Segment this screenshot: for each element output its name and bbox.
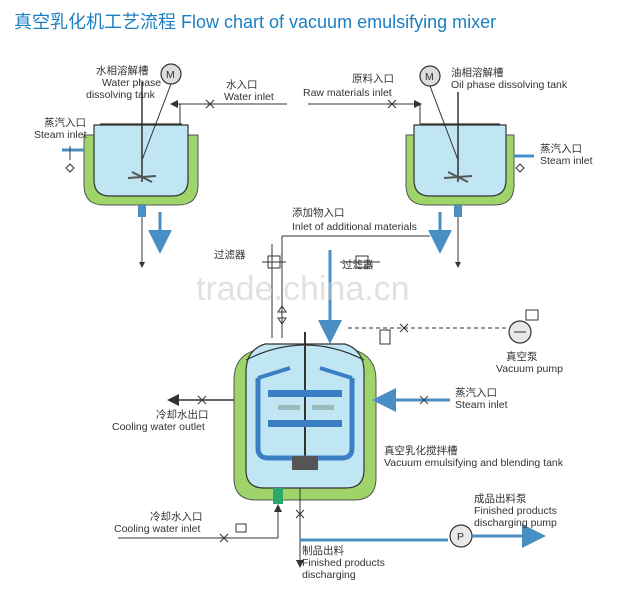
filter-right-label: 过滤器 — [342, 258, 374, 271]
vacuum-filter-icon — [379, 329, 391, 345]
water-inlet-label-en: Water inlet — [224, 91, 274, 103]
discharge-pump-label-en2: discharging pump — [474, 517, 557, 529]
steam-left-label-cn: 蒸汽入口 — [44, 116, 86, 129]
steam-left-label-en: Steam inlet — [34, 129, 87, 141]
steam-right-label-en: Steam inlet — [540, 155, 593, 167]
main-tank-label-cn: 真空乳化搅拌槽 — [384, 444, 458, 457]
products-label-en2: discharging — [302, 569, 356, 581]
water-inlet-valve-icon — [205, 99, 215, 109]
oil-tank-impeller — [443, 171, 473, 183]
oil-tank-label-cn: 油相溶解槽 — [451, 66, 504, 79]
water-tank-label-en2: dissolving tank — [86, 89, 156, 101]
cooling-in-label-cn: 冷却水入口 — [150, 510, 203, 523]
water-tank-motor-symbol: M — [166, 69, 175, 81]
water-tank-label-en1: Water phase — [102, 77, 161, 89]
cooling-out-label-cn: 冷却水出口 — [156, 408, 209, 421]
water-inlet-label-cn: 水入口 — [226, 79, 258, 91]
filter-right-icon — [340, 255, 380, 269]
page-title: 真空乳化机工艺流程 Flow chart of vacuum emulsifyi… — [14, 12, 497, 32]
water-tank-body — [93, 124, 189, 197]
steam-right-label-cn: 蒸汽入口 — [540, 142, 582, 155]
steam-main-label-cn: 蒸汽入口 — [455, 386, 497, 399]
oil-tank-body — [413, 124, 507, 197]
cooling-in-label-en: Cooling water inlet — [114, 523, 200, 535]
water-inlet-line — [170, 99, 287, 124]
watermark: trade.china.cn — [196, 270, 410, 308]
discharge-pump-label-en1: Finished products — [474, 505, 557, 517]
main-steam-valve-icon — [419, 395, 429, 405]
water-phase-tank: M — [62, 63, 199, 268]
main-emulsifying-tank — [233, 332, 377, 540]
filter-left-label: 过滤器 — [214, 248, 246, 261]
main-tank-label-en: Vacuum emulsifying and blending tank — [384, 457, 564, 469]
discharge-pump-symbol: P — [457, 531, 464, 543]
steam-main-label-en: Steam inlet — [455, 399, 508, 411]
raw-inlet-label-en: Raw materials inlet — [303, 87, 392, 99]
vacuum-pump-label-cn: 真空泵 — [506, 350, 538, 363]
water-tank-label-cn: 水相溶解槽 — [96, 64, 149, 77]
raw-inlet-label-cn: 原料入口 — [352, 72, 394, 85]
cooling-inlet-valve-icon — [219, 533, 229, 543]
cooling-water-outlet-line — [167, 394, 234, 406]
cooling-water-inlet-line — [118, 504, 282, 543]
raw-inlet-valve-icon — [387, 99, 397, 109]
vacuum-pump — [348, 309, 539, 345]
products-label-en1: Finished products — [302, 557, 385, 569]
vacuum-pump-label-en: Vacuum pump — [496, 363, 563, 375]
additional-label-en: Inlet of additional materials — [292, 221, 417, 233]
oil-tank-motor-symbol: M — [425, 71, 434, 83]
products-label-cn: 制品出料 — [302, 544, 344, 557]
raw-materials-inlet-line — [308, 99, 422, 124]
discharge-pump-label-cn: 成品出料泵 — [474, 492, 527, 505]
cooling-outlet-valve-icon — [197, 395, 207, 405]
main-tank-homogenizer — [292, 456, 318, 470]
additional-label-cn: 添加物入口 — [292, 206, 345, 219]
additional-materials-line — [262, 235, 430, 344]
oil-phase-tank: M — [405, 65, 534, 268]
oil-tank-label-en: Oil phase dissolving tank — [451, 79, 568, 91]
vacuum-valve-icon — [399, 323, 409, 333]
cooling-out-label-en: Cooling water outlet — [112, 421, 205, 433]
water-tank-impeller — [127, 171, 157, 183]
filter-left-icon — [262, 255, 286, 269]
main-steam-inlet-line — [372, 388, 450, 412]
product-discharge-line: P — [295, 509, 546, 568]
